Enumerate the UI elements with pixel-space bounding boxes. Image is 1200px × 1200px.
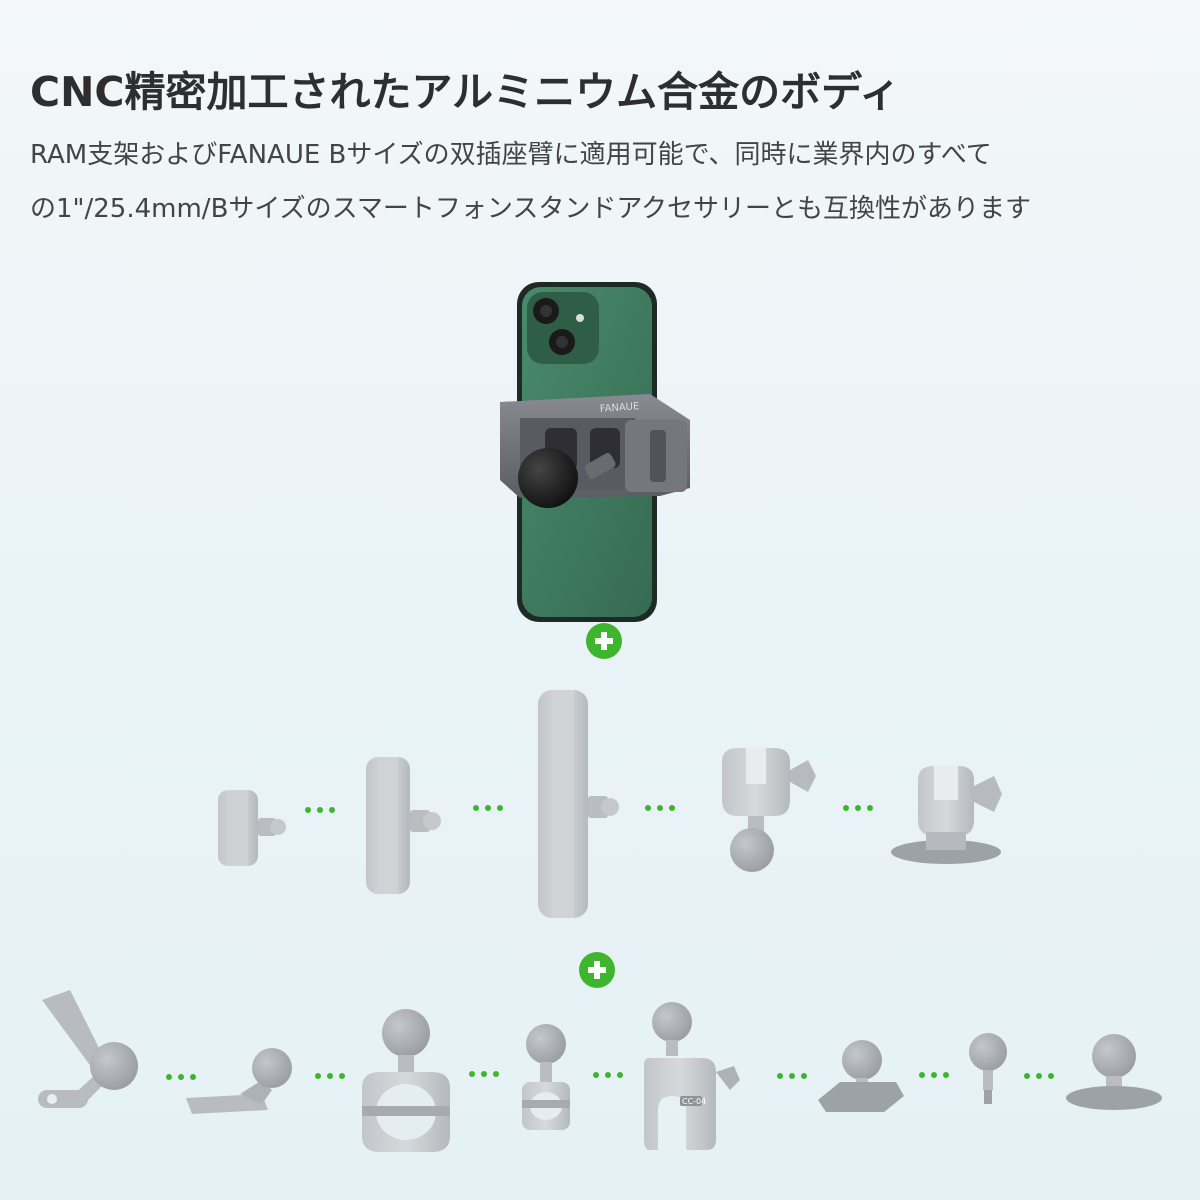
dots-separator bbox=[843, 805, 873, 811]
dots-separator bbox=[469, 1071, 499, 1077]
round-base-ball bbox=[1066, 1034, 1162, 1110]
description-line-2: の1"/25.4mm/Bサイズのスマートフォンスタンドアクセサリーとも互換性があ… bbox=[30, 194, 1032, 224]
camera-flash bbox=[576, 314, 584, 322]
dots-separator bbox=[305, 807, 335, 813]
dots-separator bbox=[473, 805, 503, 811]
dots-separator bbox=[1024, 1073, 1054, 1079]
small-bar-clamp-ball bbox=[522, 1024, 570, 1130]
plus-icon bbox=[579, 952, 615, 988]
ball-head bbox=[518, 448, 578, 508]
thumb-screw bbox=[584, 453, 616, 479]
brand-marking: FANAUE bbox=[599, 401, 639, 415]
long-double-socket-arm bbox=[538, 690, 619, 918]
mirror-mount-ball bbox=[38, 990, 138, 1108]
dots-separator bbox=[777, 1073, 807, 1079]
plus-icon bbox=[586, 623, 622, 659]
description-line-1: RAM支架およびFANAUE Bサイズの双插座臂に適用可能で、同時に業界内のすべ… bbox=[30, 140, 992, 170]
dots-separator bbox=[593, 1072, 623, 1078]
screw-ball-stud bbox=[969, 1033, 1007, 1104]
bracket-ball-mount bbox=[186, 1048, 292, 1114]
dots-separator bbox=[166, 1074, 196, 1080]
dots-separator bbox=[315, 1073, 345, 1079]
diamond-plate-ball bbox=[818, 1040, 904, 1112]
clamp-label: CC-04 bbox=[682, 1097, 706, 1106]
dots-separator bbox=[645, 805, 675, 811]
claw-clamp-ball: CC-04 bbox=[644, 1002, 740, 1150]
handlebar-clamp-ball bbox=[362, 1009, 450, 1152]
ball-socket-adapter bbox=[722, 748, 816, 872]
ball-socket-base bbox=[891, 766, 1002, 864]
page-title: CNC精密加工されたアルミニウム合金のボディ bbox=[30, 68, 901, 116]
dots-separator bbox=[919, 1072, 949, 1078]
phone-mount-product: FANAUE bbox=[500, 282, 690, 622]
medium-double-socket-arm bbox=[366, 757, 441, 894]
description: RAM支架およびFANAUE Bサイズの双插座臂に適用可能で、同時に業界内のすべ… bbox=[30, 128, 1180, 236]
short-double-socket-arm bbox=[218, 790, 286, 866]
